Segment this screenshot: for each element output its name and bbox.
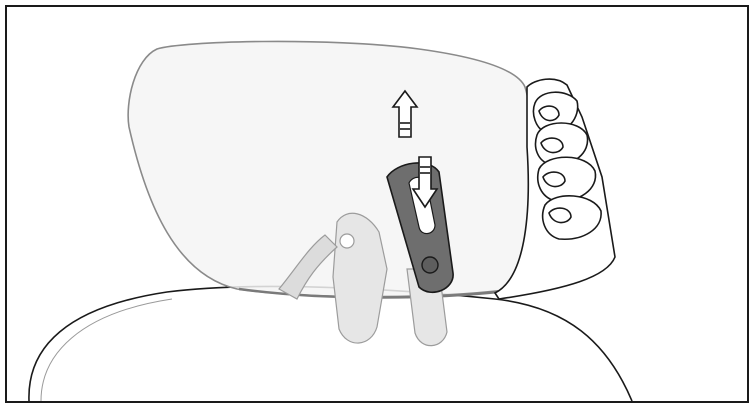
rear-bracket-left [332,212,388,344]
arrow-up [391,89,419,138]
nail-pinky [548,207,572,224]
illustration-canvas [28,40,633,401]
pivot-bolt-left [339,233,355,249]
bracket-knob [421,256,439,274]
fairing-outline [28,285,633,401]
windscreen [127,40,536,298]
nail-index [538,105,560,122]
finger-pinky [541,195,602,240]
hand [493,78,616,300]
adjust-arrow-icon [391,89,439,209]
nail-ring [542,171,566,188]
fairing-inner-line [40,298,173,401]
nail-middle [540,137,564,154]
mount-clamp [278,234,338,300]
finger-ring [537,156,597,202]
illustration-frame [5,5,749,403]
arrow-down [411,156,439,209]
